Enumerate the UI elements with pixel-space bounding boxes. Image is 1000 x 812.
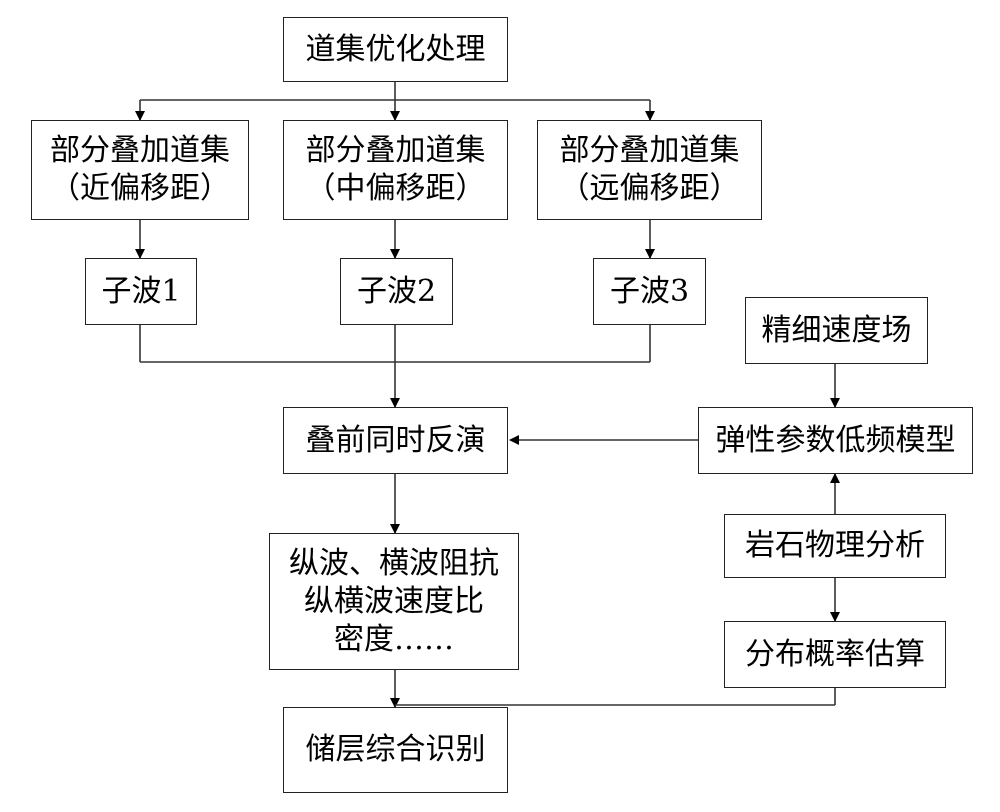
gather-optimization-box: 道集优化处理 (283, 17, 508, 82)
partial-stack-mid-line2: （中偏移距） (305, 171, 486, 206)
reservoir-identification-label: 储层综合识别 (305, 732, 486, 767)
wavelet-3-label: 子波3 (609, 273, 690, 309)
fine-velocity-field-box: 精细速度场 (745, 297, 928, 364)
low-frequency-model-box: 弹性参数低频模型 (698, 407, 973, 474)
partial-stack-near-line2: （近偏移距） (50, 171, 230, 206)
partial-stack-near-box: 部分叠加道集 （近偏移距） (31, 120, 249, 220)
rock-physics-box: 岩石物理分析 (724, 514, 946, 578)
gather-optimization-label: 道集优化处理 (305, 31, 486, 67)
rock-physics-label: 岩石物理分析 (745, 528, 925, 563)
partial-stack-mid-line1: 部分叠加道集 (305, 133, 486, 168)
low-frequency-model-label: 弹性参数低频模型 (715, 422, 956, 458)
reservoir-identification-box: 储层综合识别 (283, 707, 508, 793)
prestack-inversion-label: 叠前同时反演 (305, 422, 486, 458)
wavelet-1-box: 子波1 (85, 258, 197, 325)
partial-stack-far-box: 部分叠加道集 （远偏移距） (537, 120, 762, 220)
partial-stack-near-line1: 部分叠加道集 (50, 133, 230, 168)
inversion-results-box: 纵波、横波阻抗 纵横波速度比 密度…… (269, 533, 519, 670)
partial-stack-far-line1: 部分叠加道集 (559, 133, 740, 168)
results-line3: 密度…… (334, 621, 454, 657)
wavelet-2-label: 子波2 (356, 273, 437, 309)
partial-stack-mid-box: 部分叠加道集 （中偏移距） (283, 120, 508, 220)
results-line1: 纵波、横波阻抗 (289, 545, 499, 581)
wavelet-2-box: 子波2 (340, 258, 453, 325)
probability-estimation-box: 分布概率估算 (724, 621, 946, 688)
prestack-inversion-box: 叠前同时反演 (283, 407, 508, 474)
wavelet-3-box: 子波3 (593, 258, 706, 325)
fine-velocity-field-label: 精细速度场 (761, 312, 912, 348)
partial-stack-far-line2: （远偏移距） (559, 171, 740, 206)
probability-estimation-label: 分布概率估算 (745, 636, 925, 672)
wavelet-1-label: 子波1 (101, 273, 181, 309)
results-line2: 纵横波速度比 (304, 583, 484, 619)
